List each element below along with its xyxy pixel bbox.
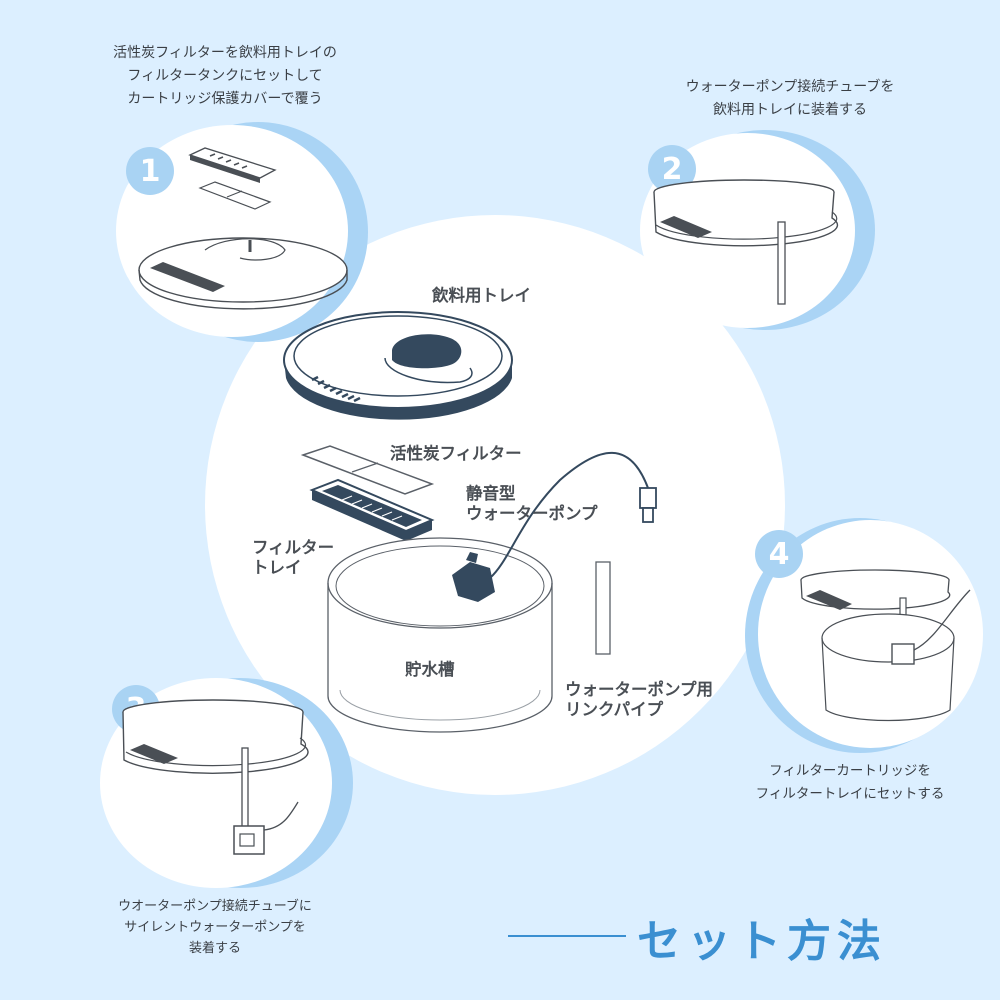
step-4-caption: フィルターカートリッジを フィルタートレイにセットする	[685, 760, 1000, 806]
water-tank-illustration	[327, 537, 553, 733]
step-4-caption-line-1: フィルターカートリッジを	[769, 763, 931, 779]
step-2-caption-line-2: 飲料用トレイに装着する	[713, 102, 867, 118]
label-filter-tray-line-1: フィルター	[252, 538, 335, 557]
label-pump-line-1: 静音型	[466, 484, 516, 503]
label-link-pipe: ウォーターポンプ用 リンクパイプ	[565, 680, 713, 720]
step-2-illustration	[653, 179, 839, 305]
carbon-filter-illustration	[300, 445, 435, 495]
title-rule	[508, 935, 626, 937]
step-1-caption-line-1: 活性炭フィルターを飲料用トレイの	[113, 45, 337, 61]
step-1-caption: 活性炭フィルターを飲料用トレイの フィルタータンクにセットして カートリッジ保護…	[60, 42, 390, 111]
step-3-caption-line-1: ウオーターポンプ接続チューブに	[118, 899, 312, 914]
link-pipe-illustration	[595, 561, 611, 655]
usb-plug-illustration	[639, 487, 657, 523]
label-link-pipe-line-1: ウォーターポンプ用	[565, 680, 714, 699]
step-1-caption-line-3: カートリッジ保護カバーで覆う	[127, 91, 323, 107]
label-filter-tray-line-2: トレイ	[252, 558, 302, 577]
filter-tray-illustration	[309, 478, 435, 541]
label-pump: 静音型 ウォーターポンプ	[466, 484, 598, 524]
label-water-tank: 貯水槽	[405, 660, 455, 679]
label-link-pipe-line-2: リンクパイプ	[565, 700, 664, 719]
pump-illustration	[452, 451, 649, 602]
step-4-illustration	[800, 569, 971, 722]
label-pump-line-2: ウォーターポンプ	[466, 504, 598, 523]
drinking-tray-illustration	[283, 311, 513, 420]
step-2-caption: ウォーターポンプ接続チューブを 飲料用トレイに装着する	[620, 76, 960, 122]
step-3-caption-line-3: 装着する	[188, 941, 241, 956]
step-3-caption-line-2: サイレントウォーターポンプを	[124, 920, 306, 935]
step-2-caption-line-1: ウォーターポンプ接続チューブを	[685, 79, 895, 95]
step-4-badge: 4	[755, 530, 803, 578]
step-3-caption: ウオーターポンプ接続チューブに サイレントウォーターポンプを 装着する	[50, 896, 380, 959]
step-1-caption-line-2: フィルタータンクにセットして	[127, 68, 323, 84]
label-filter-tray: フィルター トレイ	[252, 538, 334, 578]
step-4-caption-line-2: フィルタートレイにセットする	[755, 786, 945, 802]
label-drinking-tray: 飲料用トレイ	[432, 286, 531, 305]
page-title: セット方法	[637, 916, 887, 967]
step-3-illustration	[122, 699, 309, 855]
step-1-illustration	[138, 147, 348, 310]
label-carbon-filter: 活性炭フィルター	[390, 444, 522, 463]
step-1-badge: 1	[126, 147, 174, 195]
